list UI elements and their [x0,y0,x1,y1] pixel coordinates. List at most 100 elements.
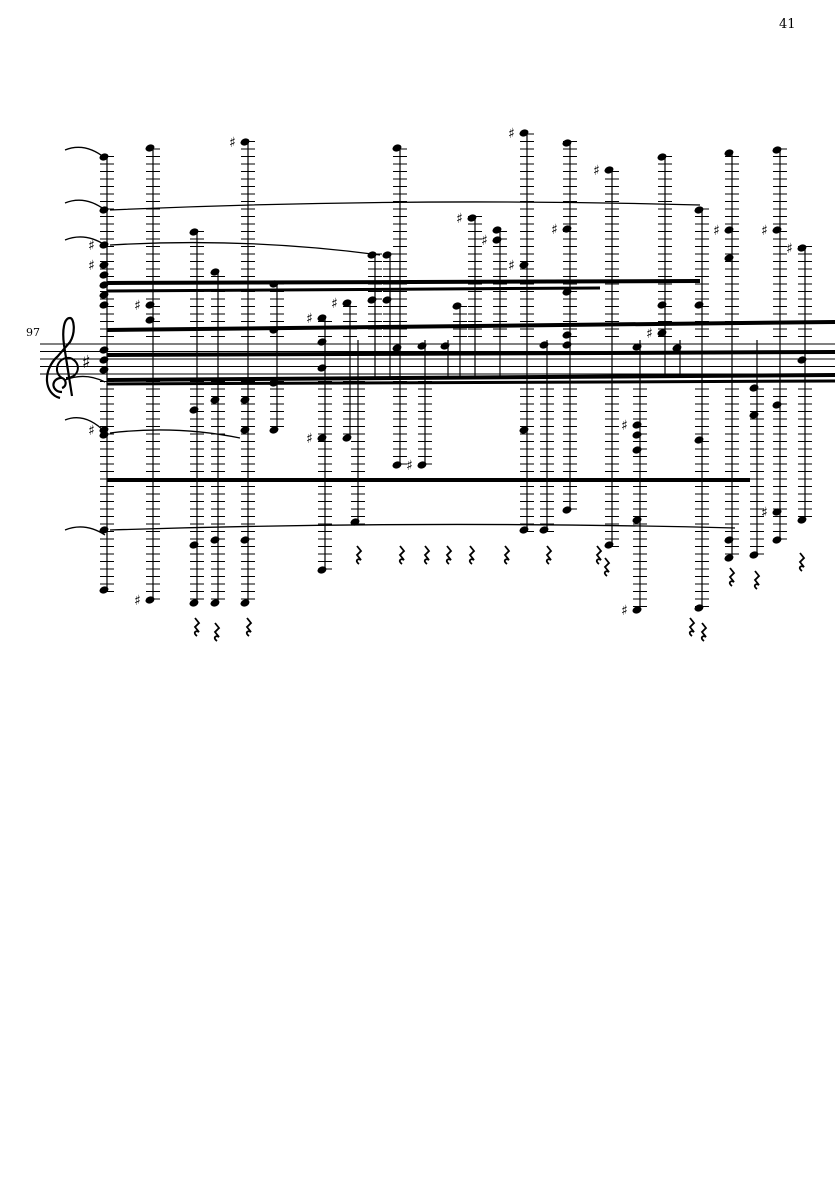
notehead [392,461,402,469]
sharp-icon: ♯ [88,258,95,274]
notehead [772,146,782,154]
quarter-rest-icon [193,617,201,637]
notehead [350,518,360,526]
sharp-icon: ♯ [646,326,653,342]
notehead [562,331,572,339]
notehead [519,526,529,534]
notehead [145,316,155,324]
notehead [145,596,155,604]
notehead [657,153,667,161]
notehead [657,301,667,309]
sharp-icon: ♯ [761,223,768,239]
notehead [240,599,250,607]
notehead [317,338,327,346]
notehead [562,225,572,233]
quarter-rest-icon [688,617,696,637]
sharp-icon: ♯ [713,223,720,239]
sharp-icon: ♯ [229,135,236,151]
notehead [749,551,759,559]
notehead [694,436,704,444]
notehead [562,341,572,349]
key-signature-sharp-icon: ♯ [82,352,91,373]
notehead [632,516,642,524]
notehead [317,314,327,322]
sharp-icon: ♯ [406,458,413,474]
notehead [632,343,642,351]
notehead [99,261,109,269]
beam [106,320,835,332]
sharp-icon: ♯ [761,505,768,521]
sharp-icon: ♯ [786,241,793,257]
notehead [99,301,109,309]
notehead [342,434,352,442]
notehead [657,329,667,337]
staff [40,343,835,375]
beam [106,350,835,357]
tie [109,201,701,211]
notehead [317,364,327,372]
notehead [724,226,734,234]
notehead [99,153,109,161]
notehead [724,149,734,157]
notehead [539,341,549,349]
notehead [604,541,614,549]
notehead [240,138,250,146]
beam [106,279,701,285]
sharp-icon: ♯ [331,296,338,312]
notehead [99,366,109,374]
notehead [492,236,502,244]
sharp-icon: ♯ [456,211,463,227]
beam [106,379,835,386]
notehead [99,241,109,249]
notehead [452,302,462,310]
notehead [467,214,477,222]
quarter-rest-icon [728,567,736,587]
sharp-icon: ♯ [551,222,558,238]
notehead [367,251,377,259]
rests [193,545,806,642]
notehead [772,226,782,234]
notehead [189,228,199,236]
notehead [724,536,734,544]
tie [64,236,106,246]
notehead [724,254,734,262]
quarter-rest-icon [700,622,708,642]
quarter-rest-icon [603,557,611,577]
tie [109,429,241,439]
notehead [604,166,614,174]
sharp-icon: ♯ [593,163,600,179]
page-number: 41 [779,17,796,32]
notehead [210,536,220,544]
notehead [632,421,642,429]
notehead [417,342,427,350]
sharp-icon: ♯ [508,258,515,274]
notehead [269,280,279,288]
sharp-icon: ♯ [306,311,313,327]
notehead [99,271,109,279]
quarter-rest-icon [445,545,453,565]
notehead [240,536,250,544]
quarter-rest-icon [213,622,221,642]
sharp-icon: ♯ [621,603,628,619]
notehead [539,526,549,534]
notehead [632,606,642,614]
tie [64,375,106,383]
notehead [724,554,734,562]
notehead [694,301,704,309]
quarter-rest-icon [468,545,476,565]
notehead [772,508,782,516]
notehead [797,356,807,364]
beams [106,279,835,482]
notehead [145,301,155,309]
quarter-rest-icon [798,552,806,572]
tie [64,417,106,433]
notehead [99,206,109,214]
notehead [99,281,109,289]
quarter-rest-icon [355,545,363,565]
notehead [440,342,450,350]
notehead [632,431,642,439]
quarter-rest-icon [753,570,761,590]
notehead [772,401,782,409]
notehead [99,526,109,534]
